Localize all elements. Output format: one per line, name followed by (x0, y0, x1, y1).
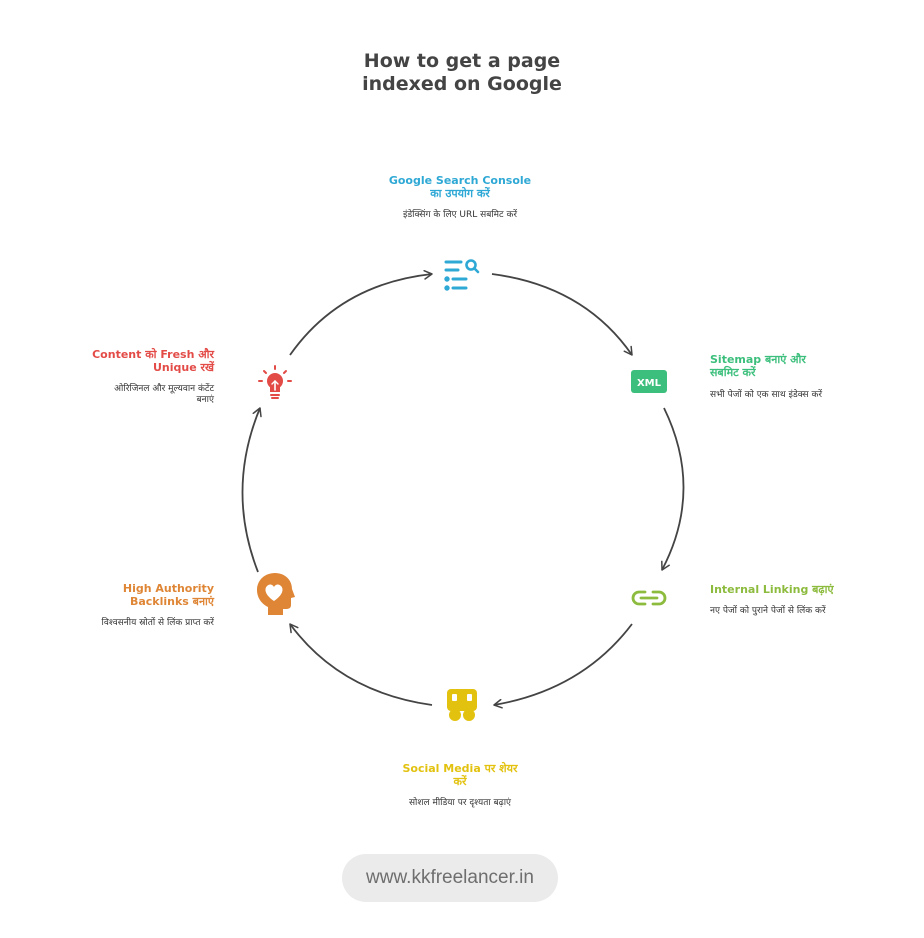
search-list-icon (444, 259, 480, 291)
console-label-line-2: का उपयोग करें (430, 187, 490, 200)
content-description: ओरिजिनल और मूल्यवान कंटेंट बनाएं (40, 384, 214, 406)
content-description-line-2: बनाएं (196, 395, 214, 405)
arrow-sitemap-to-linking (661, 407, 685, 571)
head-heart-icon (257, 573, 295, 615)
title-line-1: How to get a page (363, 50, 561, 72)
social-label: Social Media पर शेयर करें (360, 762, 560, 788)
diagram-title: How to get a page indexed on Google (0, 50, 924, 96)
sitemap-label-line-2: सबमिट करें (710, 366, 756, 379)
backlinks-label: High Authority Backlinks बनाएं (40, 582, 214, 608)
content-label: Content को Fresh और Unique रखें (40, 348, 214, 374)
title-line-2: indexed on Google (362, 73, 562, 95)
backlinks-label-line-1: High Authority (122, 582, 214, 595)
linking-label: Internal Linking बढ़ाएं (710, 583, 834, 596)
backlinks-description: विश्वसनीय स्रोतों से लिंक प्राप्त करें (101, 618, 214, 628)
lightbulb-icon (258, 365, 292, 399)
sitemap-description: सभी पेजों को एक साथ इंडेक्स करें (710, 390, 823, 400)
social-icon (447, 689, 477, 721)
console-label-line-1: Google Search Console (388, 174, 532, 187)
arrow-content-to-console (289, 269, 433, 356)
social-description: सोशल मीडिया पर दृश्यता बढ़ाएं (408, 798, 512, 808)
arrow-console-to-sitemap (491, 273, 633, 356)
social-label-line-2: करें (453, 775, 467, 788)
console-description: इंडेक्सिंग के लिए URL सबमिट करें (402, 210, 518, 220)
content-label-line-1: Content को Fresh और (92, 348, 214, 361)
console-label: Google Search Console का उपयोग करें (360, 174, 560, 200)
arrow-social-to-backlinks (289, 623, 433, 706)
arrow-linking-to-social (493, 623, 633, 709)
sitemap-label-line-1: Sitemap बनाएं और (710, 353, 806, 366)
linking-description: नए पेजों को पुराने पेजों से लिंक करें (710, 606, 826, 616)
link-icon (631, 590, 667, 606)
xml-icon-text: XML (637, 378, 662, 389)
content-label-line-2: Unique रखें (152, 361, 214, 374)
social-label-line-1: Social Media पर शेयर (402, 762, 518, 775)
website-footer: www.kkfreelancer.in (342, 854, 558, 902)
xml-icon: XML (631, 370, 667, 393)
sitemap-label: Sitemap बनाएं और सबमिट करें (710, 353, 900, 379)
content-description-line-1: ओरिजिनल और मूल्यवान कंटेंट (114, 384, 214, 394)
backlinks-label-line-2: Backlinks बनाएं (129, 595, 214, 608)
arrow-backlinks-to-content (241, 407, 262, 573)
